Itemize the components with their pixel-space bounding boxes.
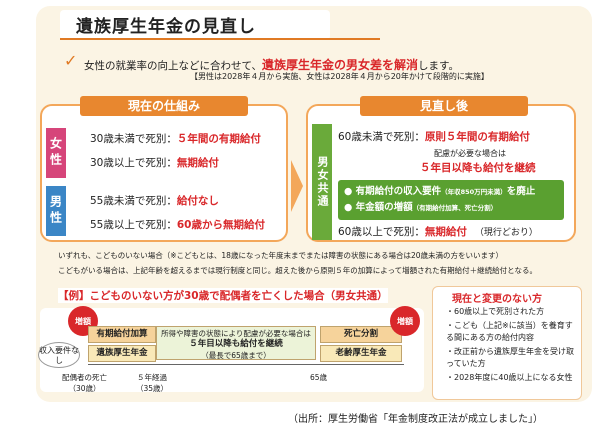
improvement-box: ● 有期給付の収入要件（年収850万円未満）を廃止 ● 年金額の増額（有期給付加… (338, 180, 564, 220)
footnote-1: いずれも、こどものいない場合（※こどもとは、18歳になった年度末までまたは障害の… (58, 251, 503, 260)
check-icon: ✓ (64, 51, 78, 70)
survivor-pension-cell: 遺族厚生年金 (88, 345, 156, 362)
title-bar (60, 10, 330, 40)
no-change-item-3: ・改正前から遺族厚生年金を受け取っていた方 (446, 347, 574, 368)
no-change-item-1: ・60歳以上で死別された方 (446, 307, 545, 316)
old-age-pension-cell: 老齢厚生年金 (320, 345, 402, 362)
timeline-5years: ５年経過（35歳） (136, 373, 169, 393)
income-bubble: 収入要件なし (38, 342, 80, 368)
current-panel (40, 104, 288, 242)
timeline-start: 配偶者の死亡（30歳） (62, 373, 107, 393)
revised-title: 見直し後 (360, 96, 528, 116)
example-title: 【例】こどものいない方が30歳で配偶者を亡くした場合（男女共通） (58, 288, 388, 303)
timeline-65: 65歳 (310, 373, 328, 382)
female-row-2: 30歳以上で死別：無期給付 (90, 157, 219, 169)
footnote-2: こどもがいる場合は、上記年齢を超えるまでは現行制度と同じ。超えた後から原則５年の… (58, 266, 537, 275)
female-label: 女性 (46, 128, 66, 178)
timeline-axis (88, 364, 404, 365)
revised-row-1: 60歳未満で死別：原則５年間の有期給付 (338, 131, 530, 143)
revised-row-2: 60歳以上で死別：無期給付（現行どおり） (338, 226, 538, 238)
source-note: （出所：厚生労働省「年金制度改正法が成立しました」） (288, 414, 543, 425)
male-label: 男性 (46, 186, 66, 236)
female-row-1: 30歳未満で死別：５年間の有期給付 (90, 133, 261, 145)
death-split-cell: 死亡分割 (320, 326, 402, 343)
care-continue: ５年目以降も給付を継続 (420, 162, 536, 174)
increase-badge-2: 増額 (390, 306, 420, 336)
no-change-box (432, 286, 582, 400)
arrow-right-icon (291, 160, 303, 212)
no-change-item-4: ・2028年度に40歳以上になる女性 (446, 373, 573, 382)
care-note: 配慮が必要な場合は (434, 149, 506, 158)
common-label: 男女共通 (312, 124, 332, 240)
implementation-note: 【男性は2028年４月から実施、女性は2028年４月から20年かけて段階的に実施… (190, 72, 489, 81)
continued-benefit-cell: 所得や障害の状態により配慮が必要な場合は ５年目以降も給付を継続 （最長で65歳… (156, 326, 316, 360)
no-change-item-2: ・こども（上記※に該当）を養育する間にある方の給付内容 (446, 321, 573, 342)
current-title: 現在の仕組み (80, 96, 248, 116)
male-row-1: 55歳未満で死別：給付なし (90, 195, 219, 207)
page-title: 遺族厚生年金の見直し (76, 17, 256, 37)
temporary-add-cell: 有期給付加算 (88, 326, 156, 343)
no-change-title: 現在と変更のない方 (452, 294, 542, 305)
male-row-2: 55歳以上で死別：60歳から無期給付 (90, 219, 265, 231)
title-underline (60, 38, 380, 40)
intro-text: 女性の就業率の向上などに合わせて、遺族厚生年金の男女差を解消します。 (84, 58, 459, 72)
